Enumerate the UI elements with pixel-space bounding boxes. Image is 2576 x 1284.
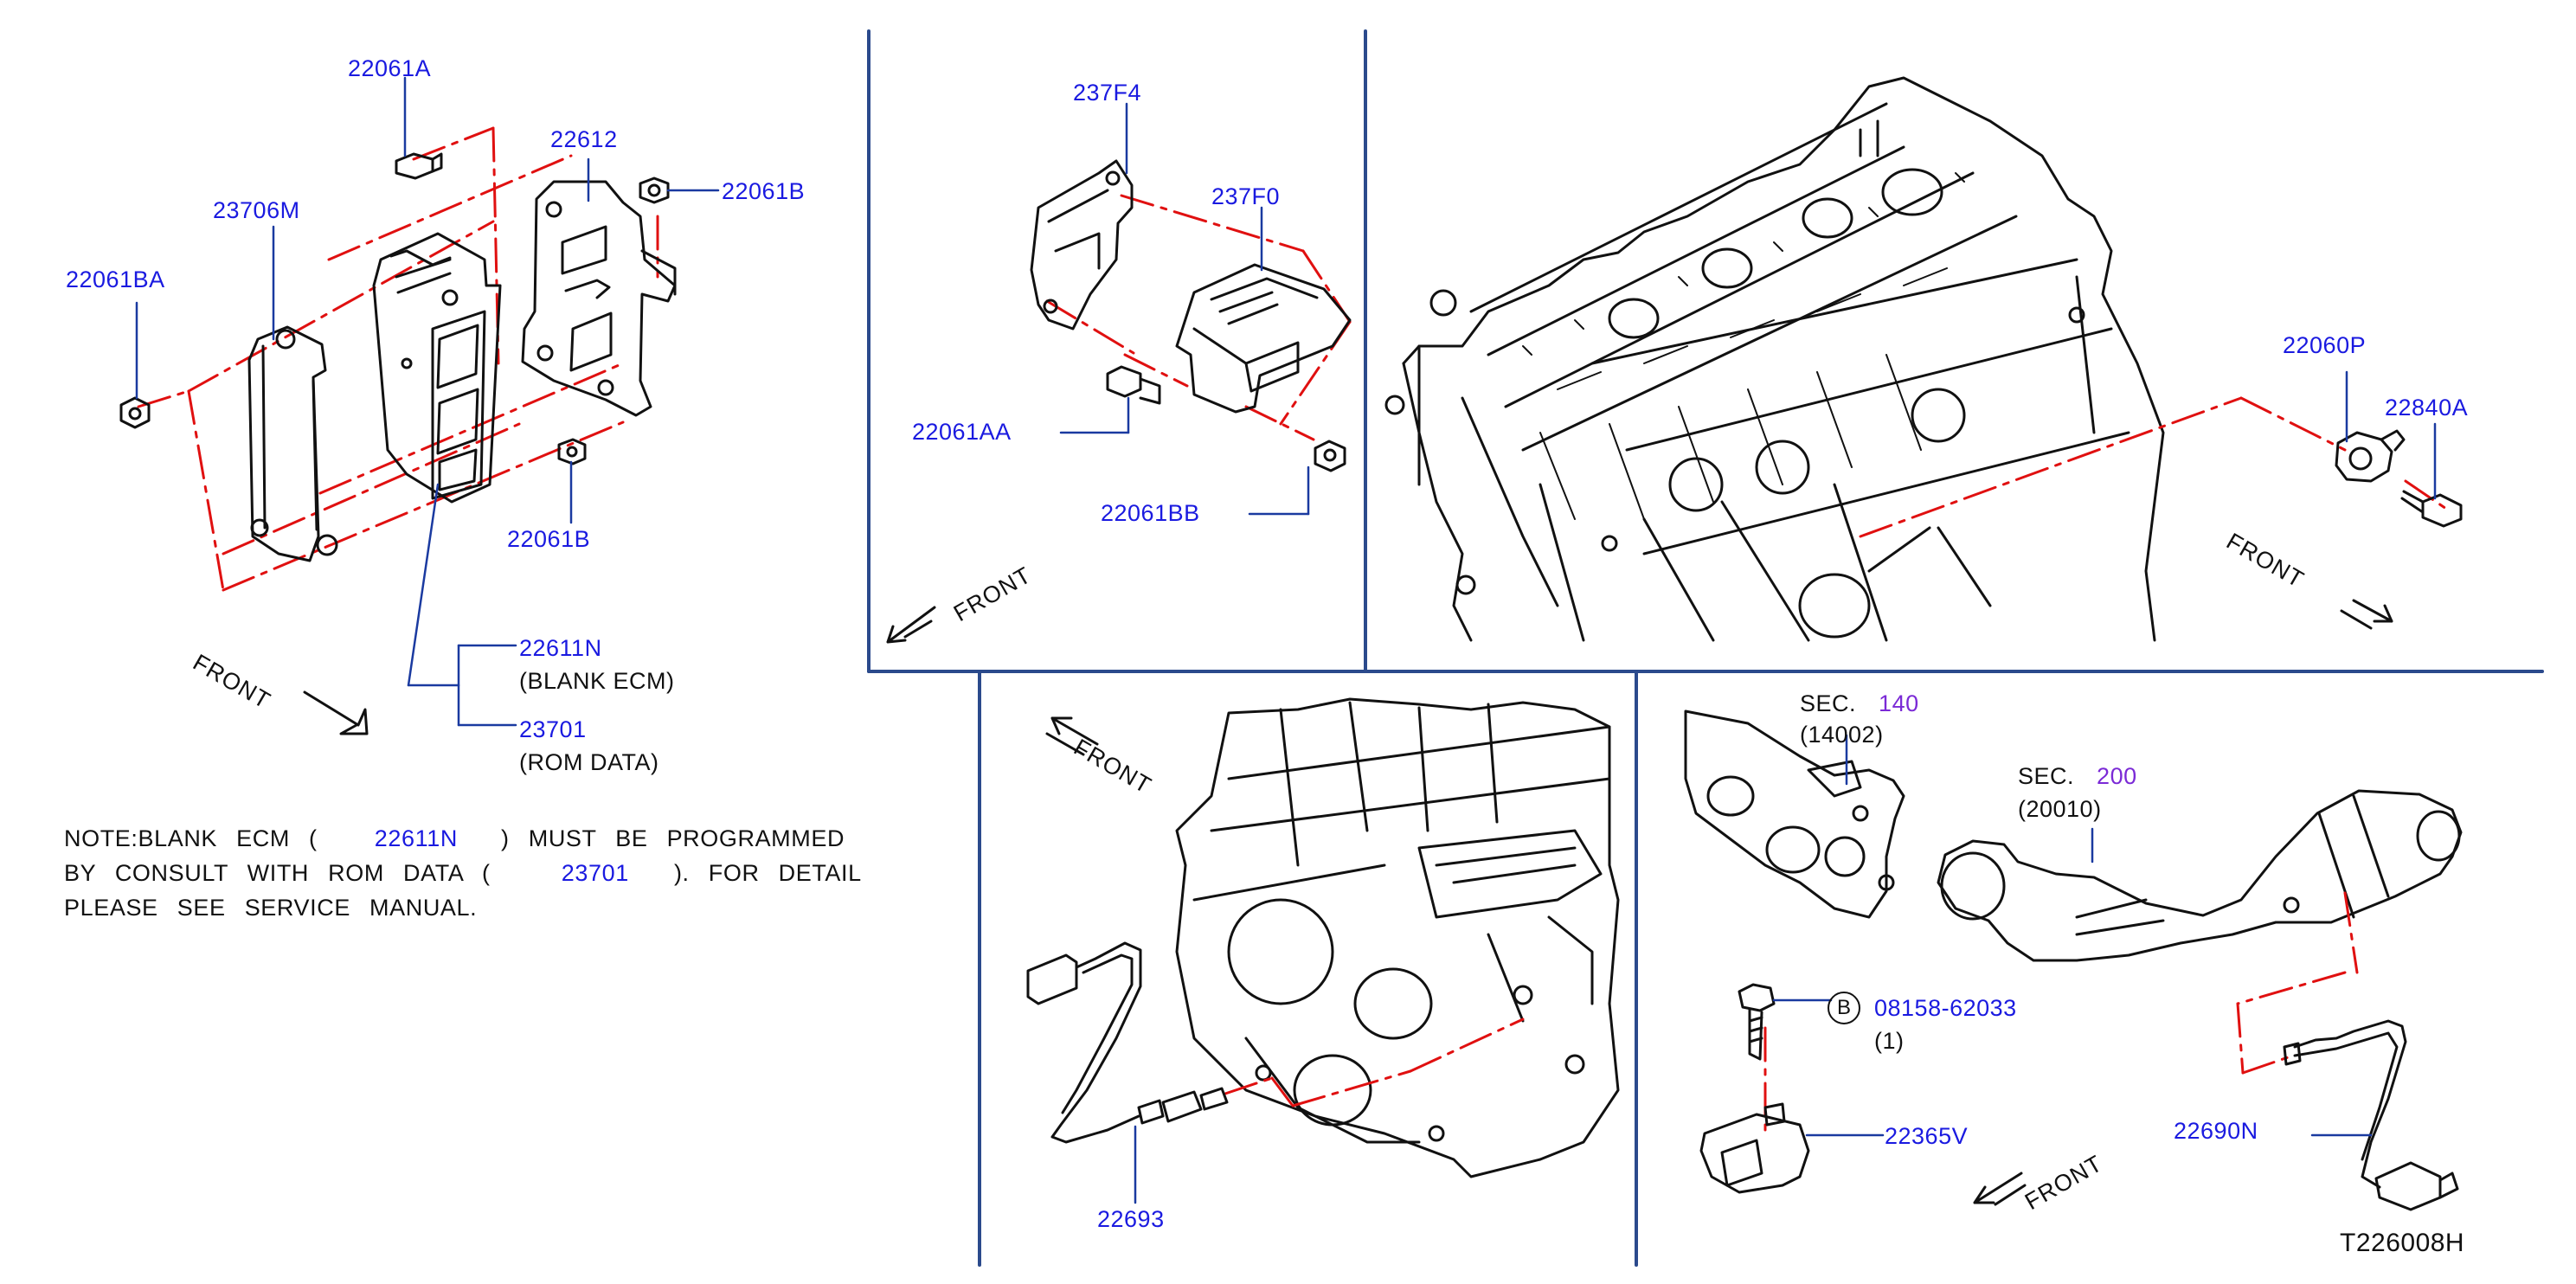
part-label-22061B-top: 22061B bbox=[722, 178, 806, 204]
bolt-08158 bbox=[1738, 983, 1776, 1061]
module-phantom-lines bbox=[1045, 194, 1352, 441]
section-sub-14002: (14002) bbox=[1800, 722, 1884, 748]
part-label-23701: 23701 bbox=[519, 716, 587, 742]
programming-note-line-1: NOTE:BLANK ECM ( 22611N ) MUST BE PROGRA… bbox=[64, 827, 845, 851]
ecm-bracket-left bbox=[247, 325, 338, 562]
sec-number-140: 140 bbox=[1879, 690, 1919, 716]
part-label-22061BB: 22061BB bbox=[1101, 500, 1200, 526]
ecm-fasteners bbox=[119, 152, 670, 465]
note-text-1b: ) MUST BE PROGRAMMED bbox=[501, 825, 845, 851]
front-arrows bbox=[303, 599, 2393, 1206]
part-label-22061B-bottom: 22061B bbox=[507, 526, 591, 552]
part-label-22693: 22693 bbox=[1097, 1206, 1165, 1232]
part-label-23706M: 23706M bbox=[213, 197, 300, 223]
note-part-23701: 23701 bbox=[561, 860, 629, 886]
ecm-bracket-right bbox=[521, 180, 677, 417]
engine-top-leaders bbox=[2345, 370, 2437, 500]
part-label-22840A: 22840A bbox=[2385, 395, 2469, 421]
part-label-22061AA: 22061AA bbox=[912, 419, 1012, 445]
section-ref-200: SEC. 200 bbox=[2018, 765, 2137, 788]
o2-sensor-22693 bbox=[1026, 941, 1229, 1144]
engine-front-outline bbox=[1175, 697, 1620, 1178]
engine-front-phantom bbox=[1224, 1018, 1525, 1107]
exhaust-manifold bbox=[1684, 709, 1905, 919]
section-ref-140: SEC. 140 bbox=[1800, 692, 1919, 716]
part-label-22612: 22612 bbox=[550, 126, 618, 152]
part-label-22690N: 22690N bbox=[2174, 1118, 2258, 1144]
sec-prefix-140: SEC. bbox=[1800, 690, 1857, 716]
module-bracket bbox=[1030, 159, 1134, 331]
exhaust-catalyst bbox=[1937, 789, 2463, 962]
note-part-22611N: 22611N bbox=[374, 825, 458, 851]
panel-dividers bbox=[867, 29, 2544, 1267]
map-sensor-22365V bbox=[1699, 1102, 1810, 1194]
exhaust-leaders bbox=[1772, 734, 2373, 1137]
part-label-22365V: 22365V bbox=[1885, 1123, 1969, 1149]
note-text-1a: NOTE:BLANK ECM ( bbox=[64, 825, 318, 851]
module-unit bbox=[1175, 263, 1352, 414]
part-label-237F4: 237F4 bbox=[1073, 80, 1142, 106]
ecm-unit-body bbox=[372, 232, 502, 504]
note-text-2b: ). FOR DETAIL bbox=[673, 860, 862, 886]
o2-sensor-22690N bbox=[2283, 1019, 2459, 1211]
bolt-quantity: (1) bbox=[1874, 1028, 1905, 1054]
part-label-08158-62033: 08158-62033 bbox=[1874, 995, 2017, 1021]
module-leaders bbox=[1059, 102, 1310, 516]
ecm-leaders bbox=[135, 76, 720, 727]
programming-note-line-3: PLEASE SEE SERVICE MANUAL. bbox=[64, 895, 478, 921]
engine-top-details bbox=[1522, 172, 1965, 520]
engine-top-outline bbox=[1384, 76, 2165, 642]
blank-ecm-note: (BLANK ECM) bbox=[519, 668, 675, 694]
part-label-237F0: 237F0 bbox=[1211, 183, 1281, 209]
bolt-callout-circle: B bbox=[1828, 992, 1860, 1024]
part-label-22611N: 22611N bbox=[519, 635, 602, 661]
drawing-id: T226008H bbox=[2340, 1229, 2465, 1257]
engine-top-phantom bbox=[1859, 396, 2451, 538]
sec-number-200: 200 bbox=[2097, 763, 2137, 789]
part-label-22061BA: 22061BA bbox=[66, 266, 165, 292]
engine-top-sensor bbox=[2335, 429, 2463, 528]
section-sub-20010: (20010) bbox=[2018, 796, 2102, 822]
sec-prefix-200: SEC. bbox=[2018, 763, 2075, 789]
module-fasteners bbox=[1106, 365, 1346, 472]
note-text-2a: BY CONSULT WITH ROM DATA ( bbox=[64, 860, 491, 886]
programming-note-line-2: BY CONSULT WITH ROM DATA ( 23701 ). FOR … bbox=[64, 862, 862, 885]
part-label-22061A: 22061A bbox=[348, 55, 432, 81]
rom-data-note: (ROM DATA) bbox=[519, 749, 659, 775]
part-label-22060P: 22060P bbox=[2283, 332, 2367, 358]
